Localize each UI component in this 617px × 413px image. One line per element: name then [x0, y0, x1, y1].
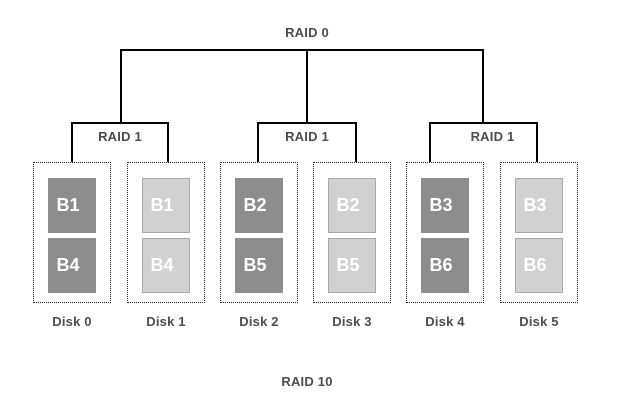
disk-label-5: Disk 5 [519, 314, 559, 329]
disk3-block-1: B2 [328, 178, 376, 233]
raid0-bus-line [120, 49, 484, 122]
disk-box-0: B1 B4 [33, 162, 111, 303]
raid1-bracket-0: RAID 1 [71, 122, 169, 162]
disk-unit-5: B3 B6 Disk 5 [500, 162, 578, 329]
disk-label-0: Disk 0 [52, 314, 92, 329]
disk-label-1: Disk 1 [146, 314, 186, 329]
raid1-bracket-2: RAID 1 [429, 122, 538, 162]
disk-unit-0: B1 B4 Disk 0 [33, 162, 111, 329]
raid1-label-0: RAID 1 [98, 129, 142, 144]
disk5-block-1: B3 [515, 178, 563, 233]
disk1-block-1: B1 [142, 178, 190, 233]
disk1-block-2: B4 [142, 238, 190, 293]
raid0-center-drop-line [306, 49, 308, 122]
disk5-block-2: B6 [515, 238, 563, 293]
disk-unit-3: B2 B5 Disk 3 [313, 162, 391, 329]
disk-box-3: B2 B5 [313, 162, 391, 303]
disk4-block-1: B3 [421, 178, 469, 233]
disk-label-2: Disk 2 [239, 314, 279, 329]
disk3-block-2: B5 [328, 238, 376, 293]
disk0-block-2: B4 [48, 238, 96, 293]
disk-unit-1: B1 B4 Disk 1 [127, 162, 205, 329]
disk-unit-4: B3 B6 Disk 4 [406, 162, 484, 329]
raid1-label-1: RAID 1 [285, 129, 329, 144]
disk-box-2: B2 B5 [220, 162, 298, 303]
disk2-block-1: B2 [235, 178, 283, 233]
disk-box-1: B1 B4 [127, 162, 205, 303]
disk-box-4: B3 B6 [406, 162, 484, 303]
disk-label-3: Disk 3 [332, 314, 372, 329]
raid0-title: RAID 0 [285, 25, 329, 40]
raid1-label-2: RAID 1 [470, 129, 515, 144]
disk-label-4: Disk 4 [425, 314, 465, 329]
disk-unit-2: B2 B5 Disk 2 [220, 162, 298, 329]
disk-box-5: B3 B6 [500, 162, 578, 303]
disk4-block-2: B6 [421, 238, 469, 293]
disk0-block-1: B1 [48, 178, 96, 233]
disk2-block-2: B5 [235, 238, 283, 293]
raid10-title: RAID 10 [281, 374, 333, 389]
raid1-bracket-1: RAID 1 [257, 122, 357, 162]
